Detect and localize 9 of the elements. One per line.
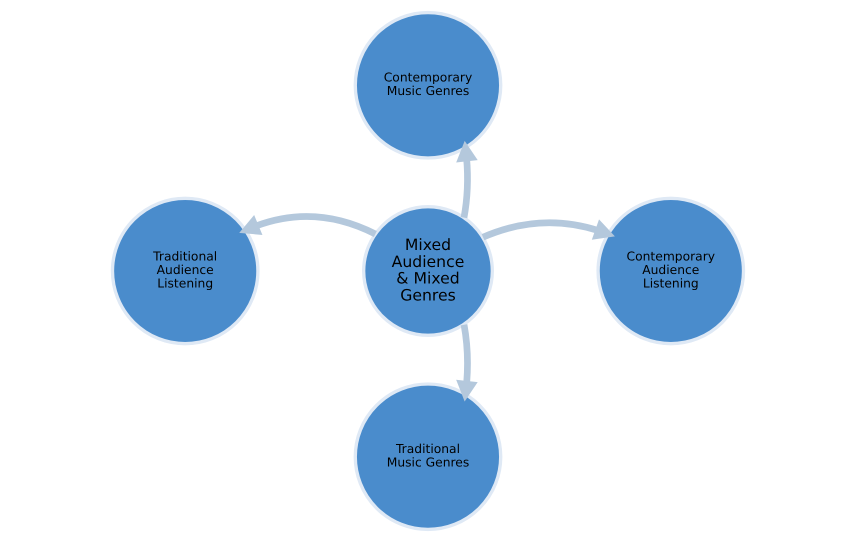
node-circle: Mixed Audience & Mixed Genres xyxy=(362,204,494,338)
arrow xyxy=(456,140,478,218)
node-circle: Contemporary Audience Listening xyxy=(596,196,746,346)
arrow xyxy=(482,219,615,240)
arrow xyxy=(239,213,377,237)
node-circle: Traditional Audience Listening xyxy=(110,196,260,346)
node-circle: Contemporary Music Genres xyxy=(354,10,502,160)
node-circle: Traditional Music Genres xyxy=(354,382,502,532)
arrow xyxy=(456,324,478,402)
